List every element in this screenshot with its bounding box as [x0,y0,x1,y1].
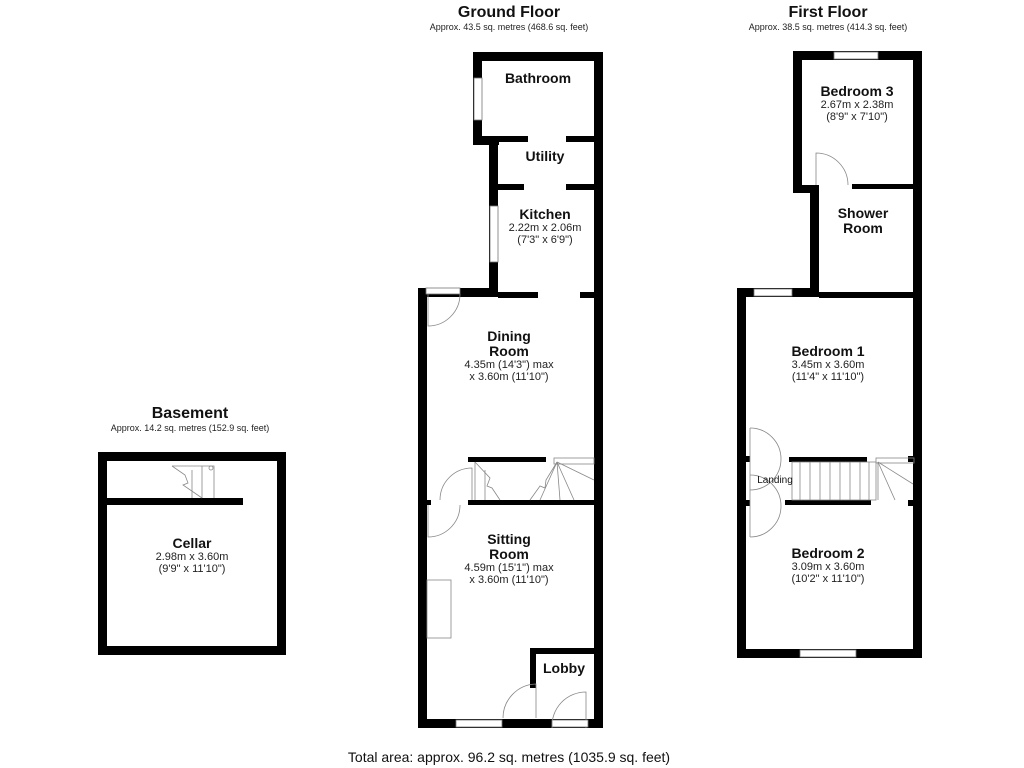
room-dim-metric: 4.35m (14'3") max [464,359,554,371]
total-area: Total area: approx. 96.2 sq. metres (103… [347,749,671,765]
landing-door-icon [749,427,782,538]
ground-floor-plan [418,52,603,729]
room-dim-metric: 3.45m x 3.60m [791,359,865,371]
room-cellar: Cellar 2.98m x 3.60m (9'9" x 11'10") [155,535,229,576]
room-bedroom3: Bedroom 3 2.67m x 2.38m (8'9" x 7'10") [820,83,894,124]
basement-plan [98,452,286,655]
basement-header: Basement Approx. 14.2 sq. metres (152.9 … [111,405,270,434]
basement-area: Approx. 14.2 sq. metres (152.9 sq. feet) [110,423,270,433]
room-name: Utility [525,148,565,164]
sitting-window [455,719,503,728]
ground-floor-title: Ground Floor [457,4,561,21]
ground-floor-header: Ground Floor Approx. 43.5 sq. metres (46… [430,4,589,33]
room-name: Bathroom [504,70,572,86]
room-name-line1: Sitting [487,531,531,547]
first-floor-plan [737,51,922,658]
room-name-line2: Room [489,546,529,562]
kitchen-window [489,205,499,263]
room-landing: Landing [757,473,793,488]
room-utility: Utility [526,149,565,164]
room-name: Cellar [172,535,212,551]
stairs-door-icon [439,467,473,501]
room-dim-metric: 2.67m x 2.38m [820,99,894,111]
room-shower: Shower Room [838,206,889,236]
dining-door-icon [425,287,461,327]
room-name-line1: Dining [487,328,531,344]
room-dim-imperial: (9'9" x 11'10") [158,563,226,575]
room-kitchen: Kitchen 2.22m x 2.06m (7'3" x 6'9") [508,206,582,247]
room-dining: Dining Room 4.35m (14'3") max x 3.60m (1… [464,328,554,384]
room-dim-imperial: (8'9" x 7'10") [826,111,888,123]
room-name: Kitchen [519,206,571,222]
room-dim-metric: 3.09m x 3.60m [791,561,865,573]
basement-title: Basement [151,405,229,422]
ground-stairs-icon [474,457,595,501]
room-dim-metric: 2.22m x 2.06m [508,222,582,234]
room-lobby: Lobby [543,661,585,676]
room-bedroom1: Bedroom 1 3.45m x 3.60m (11'4" x 11'10") [791,343,865,384]
room-dim-imperial: (10'2" x 11'10") [791,573,865,585]
room-dim-imperial: (11'4" x 11'10") [791,371,865,383]
room-dim-imperial: x 3.60m (11'10") [469,574,549,586]
first-stairs-icon [791,457,915,501]
room-dim-imperial: x 3.60m (11'10") [469,371,549,383]
room-dim-metric: 4.59m (15'1") max [464,562,554,574]
cellar-stairs-icon [171,465,215,499]
room-name-line2: Room [489,343,529,359]
bedroom2-window [799,649,857,658]
first-floor-header: First Floor Approx. 38.5 sq. metres (414… [749,4,908,33]
room-name: Bedroom 2 [791,545,865,561]
lobby-inner-door-icon [502,683,537,719]
front-door-icon [551,691,589,729]
room-name: Landing [757,475,793,486]
first-floor-title: First Floor [788,4,868,21]
room-dim-imperial: (7'3" x 6'9") [517,234,573,246]
room-bathroom: Bathroom [505,71,571,86]
bathroom-window [473,77,483,121]
room-name-line2: Room [843,220,883,236]
room-sitting: Sitting Room 4.59m (15'1") max x 3.60m (… [464,531,554,587]
sitting-door-icon [427,504,461,538]
bedroom3-door-icon [815,152,849,186]
room-name: Lobby [543,660,585,676]
first-floor-area: Approx. 38.5 sq. metres (414.3 sq. feet) [748,22,908,32]
ground-floor-area: Approx. 43.5 sq. metres (468.6 sq. feet) [429,22,589,32]
room-name: Bedroom 3 [820,83,894,99]
bedroom3-window [833,51,879,60]
room-name: Bedroom 1 [791,343,865,359]
room-name-line1: Shower [837,205,889,221]
room-bedroom2: Bedroom 2 3.09m x 3.60m (10'2" x 11'10") [791,545,865,586]
bedroom1-window [753,288,793,297]
room-dim-metric: 2.98m x 3.60m [155,551,229,563]
chimney-breast [426,579,452,639]
